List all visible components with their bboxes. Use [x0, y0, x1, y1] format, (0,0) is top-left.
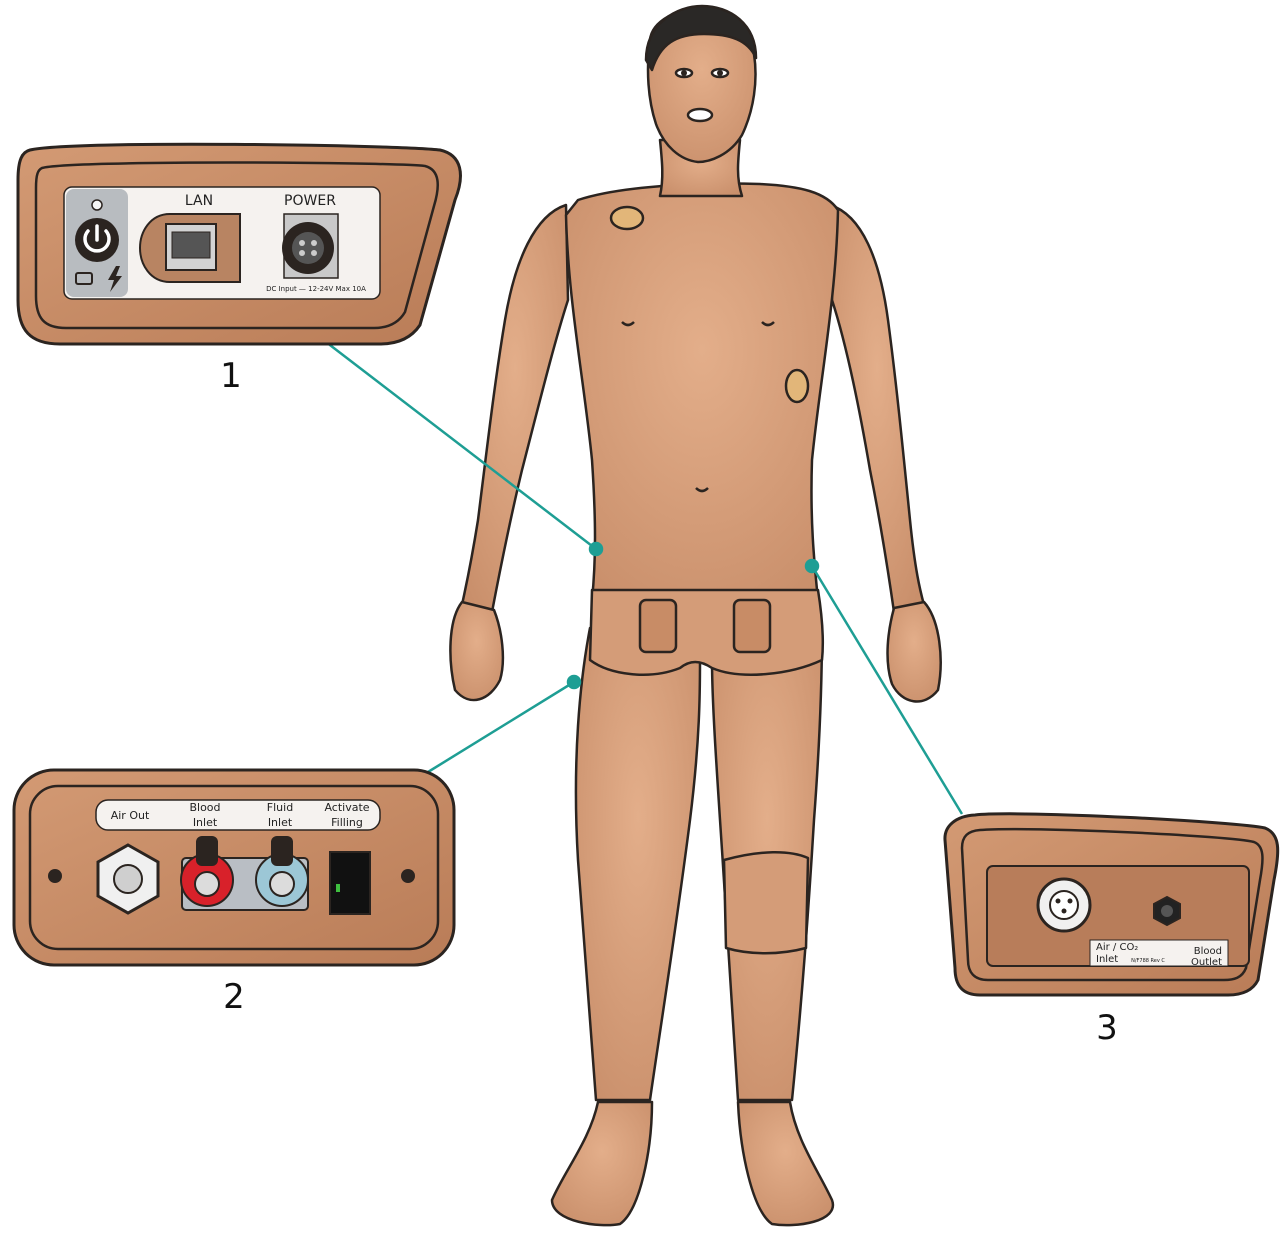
leader-dot-2 — [568, 676, 580, 688]
led-icon — [92, 200, 102, 210]
right-arm — [830, 205, 924, 612]
left-foot — [552, 1102, 652, 1225]
mouth — [688, 109, 712, 121]
air-co2-label-2: Inlet — [1096, 954, 1118, 965]
panel-1: LAN POWER DC Input — 12-24V Max 10A — [18, 144, 460, 344]
activate-filling-label-2: Filling — [331, 816, 363, 829]
air-out-label: Air Out — [111, 809, 150, 822]
fluid-inlet-label-1: Fluid — [267, 801, 293, 814]
part-code-label: N/F788 Rev C — [1131, 958, 1165, 964]
callout-number-2: 2 — [223, 977, 245, 1017]
panel-3: Air / CO₂ Inlet N/F788 Rev C Blood Outle… — [945, 814, 1278, 995]
blood-inlet-label-2: Inlet — [193, 816, 218, 829]
shoulder-pad — [611, 207, 643, 229]
right-hand — [888, 602, 941, 701]
fill-switch-icon[interactable] — [330, 852, 370, 914]
activate-filling-label-1: Activate — [324, 801, 369, 814]
pelvis-panel-right — [734, 600, 770, 652]
air-co2-label-1: Air / CO₂ — [1096, 942, 1138, 953]
blood-outlet-label-1: Blood — [1194, 946, 1222, 957]
chest-pad — [786, 370, 808, 402]
leader-line-1 — [326, 342, 596, 549]
pelvis-panel-left — [640, 600, 676, 652]
right-foot — [738, 1102, 833, 1225]
power-label: POWER — [284, 193, 336, 209]
leader-dot-3 — [806, 560, 818, 572]
callout-number-1: 1 — [220, 356, 242, 396]
dc-input-label: DC Input — 12-24V Max 10A — [266, 285, 366, 293]
leader-line-3 — [812, 566, 962, 814]
lan-label: LAN — [185, 193, 213, 209]
left-hand — [450, 602, 502, 700]
pelvis — [590, 590, 823, 675]
callout-number-3: 3 — [1096, 1008, 1118, 1048]
panel-2: Air Out Blood Inlet Fluid Inlet Activate… — [14, 770, 454, 965]
screw-icon — [48, 869, 62, 883]
left-leg — [576, 628, 700, 1100]
leader-dot-1 — [590, 543, 602, 555]
fluid-inlet-label-2: Inlet — [268, 816, 293, 829]
screw-icon — [401, 869, 415, 883]
blood-inlet-label-1: Blood — [189, 801, 220, 814]
leader-line-2 — [428, 682, 574, 772]
blood-outlet-label-2: Outlet — [1191, 957, 1222, 968]
left-arm — [462, 205, 568, 612]
knee-pad — [724, 852, 808, 953]
manikin-figure — [450, 6, 940, 1225]
